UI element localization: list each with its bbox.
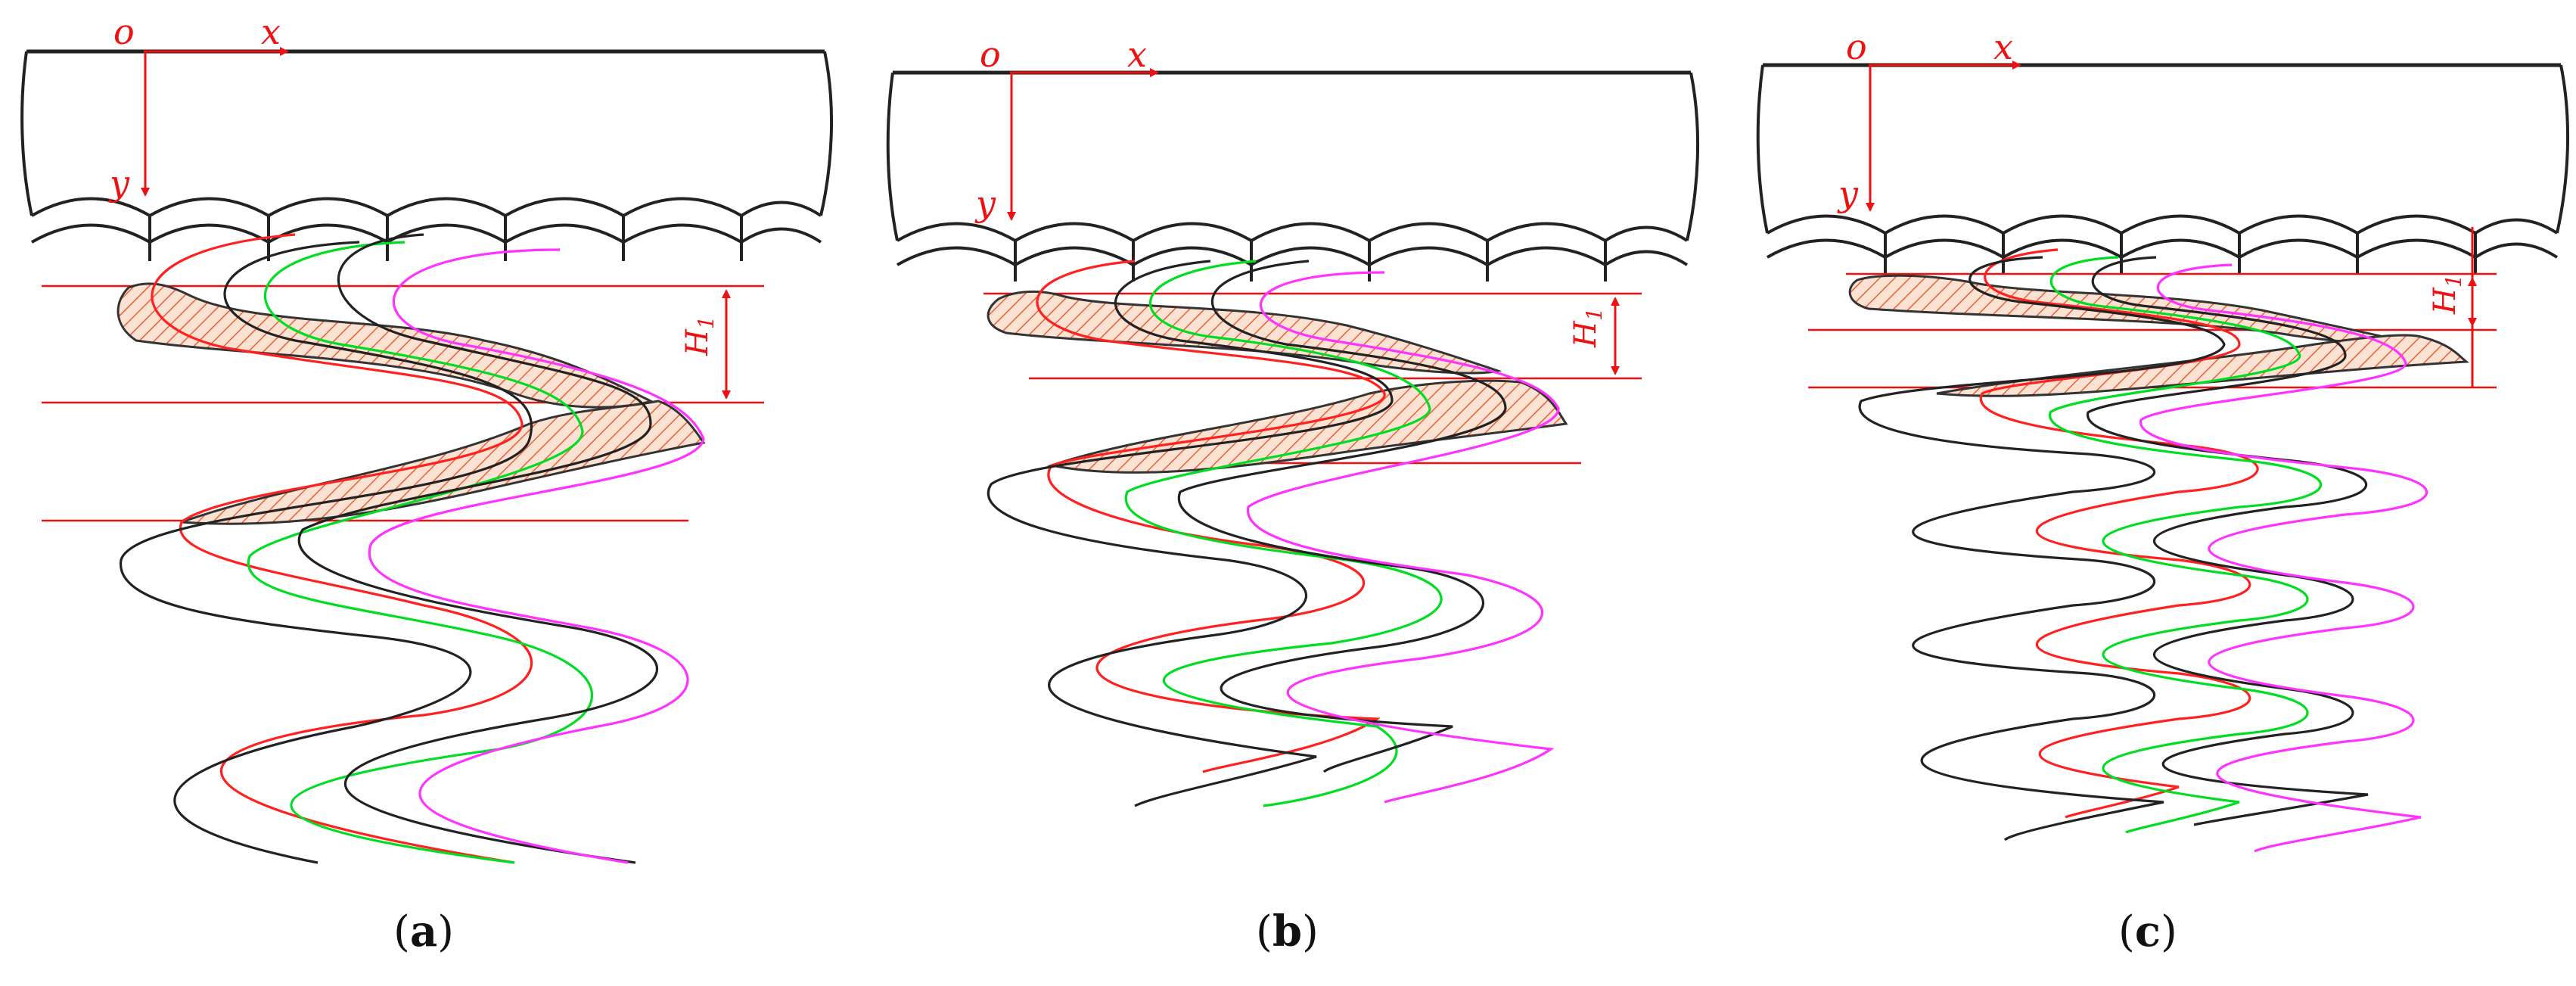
- trajectory-black-1: [120, 241, 533, 864]
- scallop-row: [31, 197, 822, 261]
- trajectory-green: [247, 241, 593, 864]
- panel-a: o x y H1 (a): [20, 11, 834, 956]
- trajectory-black-2: [2087, 256, 2369, 826]
- trajectory-black-1: [987, 260, 1394, 807]
- trajectory-black-2: [297, 233, 658, 864]
- trajectory-black-2: [1177, 260, 1507, 773]
- trajectory-red: [1036, 260, 1386, 773]
- axis-origin-label: o: [113, 11, 135, 52]
- panel-caption: (c): [2118, 907, 2177, 956]
- tool-body: [886, 70, 1700, 281]
- trajectory-black-1: [1858, 256, 2226, 841]
- coordinate-axes: o x y: [108, 11, 289, 204]
- trajectory-green: [2049, 256, 2323, 834]
- panel-c: o x y H1 (c): [1756, 26, 2570, 956]
- trajectory-magenta: [368, 248, 705, 864]
- coordinate-axes: o x y: [974, 34, 1159, 224]
- trajectory-curves: [120, 233, 705, 864]
- axis-x-label: x: [1993, 26, 2013, 67]
- trajectory-green: [1124, 260, 1443, 807]
- height-dimension: H1: [680, 289, 731, 400]
- tool-body: [20, 49, 834, 261]
- tool-body: [1756, 63, 2570, 274]
- panel-caption: (b): [1256, 907, 1319, 956]
- height-dimension: H1: [2428, 227, 2477, 387]
- axis-y-label: y: [1837, 173, 1859, 214]
- height-label: H1: [2428, 274, 2466, 315]
- scallop-row: [896, 222, 1689, 281]
- axis-y-label: y: [974, 183, 996, 224]
- scallop-row: [1767, 214, 2559, 274]
- panel-b: o x y H1 (b): [886, 34, 1700, 956]
- axis-origin-label: o: [980, 34, 1001, 75]
- axis-x-label: x: [261, 11, 281, 52]
- panel-caption: (a): [393, 907, 454, 956]
- axis-origin-label: o: [1846, 26, 1867, 67]
- height-dimension: H1: [1568, 297, 1620, 375]
- trajectory-magenta: [2139, 263, 2428, 853]
- trajectory-curves: [1858, 248, 2428, 853]
- trajectory-magenta: [1247, 271, 1560, 804]
- height-label: H1: [680, 316, 719, 356]
- height-label: H1: [1568, 307, 1607, 348]
- trajectory-curves: [987, 260, 1560, 807]
- axis-x-label: x: [1127, 34, 1147, 75]
- axis-y-label: y: [108, 163, 130, 204]
- trajectory-red: [1979, 248, 2259, 819]
- coordinate-axes: o x y: [1837, 26, 2021, 214]
